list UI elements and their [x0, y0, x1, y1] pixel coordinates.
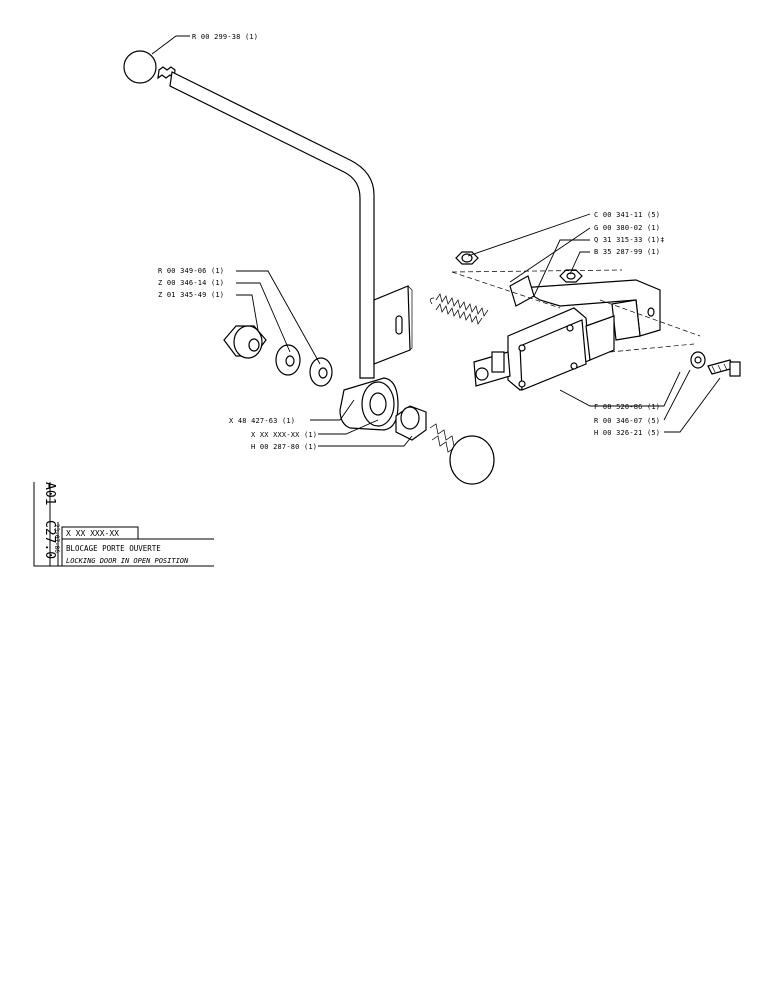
- knob-part: [123, 50, 157, 84]
- top-nut-part: [455, 251, 479, 265]
- top-screw-part: [559, 269, 583, 283]
- callout-bracket: B 35 287-99 (1): [594, 248, 660, 256]
- callout-knob: R 00 299-38 (1): [192, 33, 258, 41]
- callout-latch-plate: F 08 520-86 (1): [594, 403, 660, 411]
- nylock-nut-part: [223, 325, 267, 359]
- bolt-part: [707, 359, 741, 377]
- bushing-part: [395, 405, 427, 441]
- latch-bracket-part: [509, 275, 661, 341]
- callout-bushing: H 00 287-80 (1): [251, 443, 317, 451]
- rod-bracket-part: [373, 285, 413, 365]
- washer-1-part: [275, 344, 301, 376]
- callout-nylock-nut: R 00 349-06 (1): [158, 267, 224, 275]
- date-stamp: 23-07-86: [53, 524, 60, 553]
- callout-screw-top: Q 31 315-33 (1)‡: [594, 236, 665, 244]
- title-french: BLOCAGE PORTE OUVERTE: [66, 544, 161, 553]
- bent-rod-part: [169, 71, 375, 379]
- spring-part: [430, 293, 489, 325]
- part-number: X XX XXX-XX: [66, 529, 119, 538]
- callout-eye: X 48 427-63 (1): [229, 417, 295, 425]
- small-washer-part: [690, 351, 706, 369]
- leader-lines: [151, 35, 721, 447]
- eye-part: [339, 377, 399, 431]
- callout-washer-1: Z 00 346-14 (1): [158, 279, 224, 287]
- mushroom-bolt-part: [429, 423, 495, 485]
- callout-washer-2: Z 01 345-49 (1): [158, 291, 224, 299]
- callout-spring: G 00 380-02 (1): [594, 224, 660, 232]
- callout-rod: X XX XXX-XX (1): [251, 431, 317, 439]
- callout-washer-small: R 00 346-07 (5): [594, 417, 660, 425]
- page-code: C27.0: [42, 520, 57, 559]
- section-code: A01: [42, 482, 57, 505]
- washer-2-part: [309, 357, 333, 387]
- title-block: A01 C27.0 23-07-86 X XX XXX-XX BLOCAGE P…: [33, 482, 214, 567]
- latch-plate-part: [473, 307, 615, 391]
- callout-bolt: H 00 326-21 (5): [594, 429, 660, 437]
- callout-nut: C 00 341-11 (5): [594, 211, 660, 219]
- title-english: LOCKING DOOR IN OPEN POSITION: [66, 557, 189, 565]
